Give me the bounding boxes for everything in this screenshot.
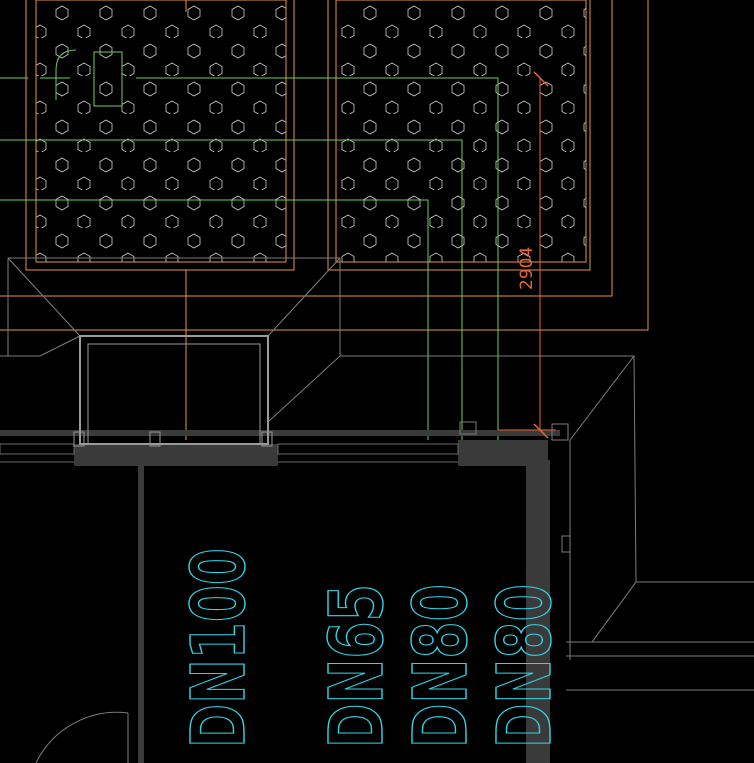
green-pipe-lines <box>0 49 499 440</box>
dimension-line <box>498 71 556 439</box>
gravel-pit-left <box>35 0 287 263</box>
orange-boundaries <box>0 0 649 440</box>
pipe-label-dn80-b: DN80 <box>482 584 568 748</box>
gravel-pit-right <box>335 0 587 263</box>
pipe-label-dn65: DN65 <box>314 584 400 748</box>
walls <box>0 335 571 763</box>
pipe-label-dn80-a: DN80 <box>398 584 484 748</box>
dimension-label: 2904 <box>517 247 537 290</box>
pipe-labels: DN100 DN65 DN80 DN80 <box>175 547 568 748</box>
pipe-label-dn100: DN100 <box>176 548 262 748</box>
